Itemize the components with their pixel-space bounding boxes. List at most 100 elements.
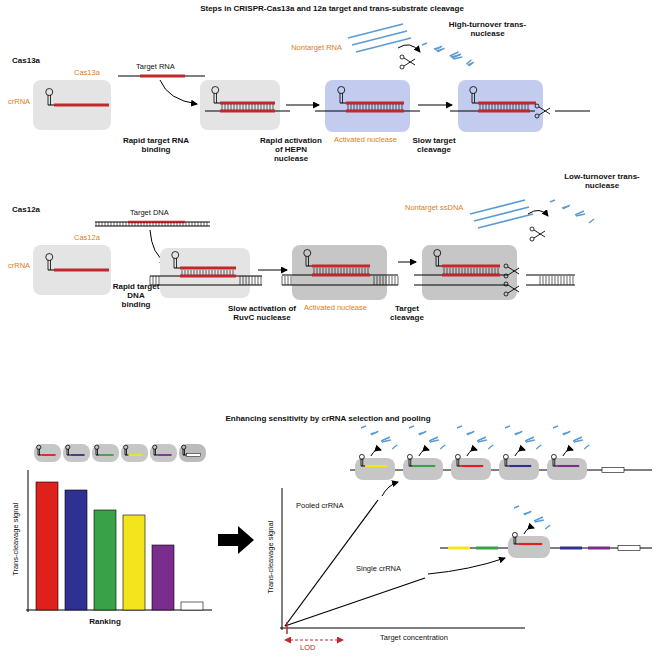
strand xyxy=(67,455,71,456)
label: Cas13a xyxy=(12,56,40,65)
strand xyxy=(448,547,470,550)
crrna-hairpin xyxy=(46,89,53,96)
strand xyxy=(231,104,232,110)
strand xyxy=(525,104,526,110)
label: Enhancing sensitivity by crRNA selection… xyxy=(0,414,660,423)
strand xyxy=(291,276,292,285)
cleavage-arrow xyxy=(524,528,534,534)
label: Nontarget RNA xyxy=(282,44,342,53)
strand xyxy=(282,285,398,286)
strand xyxy=(218,270,219,275)
strand xyxy=(563,431,570,435)
strand xyxy=(315,111,420,112)
strand xyxy=(191,270,192,275)
bar xyxy=(123,515,145,610)
protein-complex xyxy=(33,80,111,130)
crrna-hairpin xyxy=(66,445,70,449)
strand xyxy=(365,268,366,274)
strand xyxy=(95,226,210,227)
protein-complex xyxy=(547,458,587,480)
strand xyxy=(477,268,478,274)
strand xyxy=(282,275,398,276)
protein-complex xyxy=(292,245,387,300)
strand xyxy=(378,104,379,110)
strand xyxy=(99,222,100,226)
strand xyxy=(264,104,265,110)
crrna-hairpin xyxy=(359,454,364,459)
strand xyxy=(204,222,205,226)
crrna-hairpin xyxy=(407,454,412,459)
strand xyxy=(369,104,370,110)
strand xyxy=(348,24,403,38)
crrna-hairpin xyxy=(212,87,219,94)
strand xyxy=(243,104,244,110)
strand xyxy=(240,276,241,285)
strand xyxy=(540,276,541,285)
strand xyxy=(326,268,327,274)
strand xyxy=(185,270,186,275)
crrna-hairpin xyxy=(553,459,555,466)
bar xyxy=(36,482,58,610)
strand xyxy=(483,268,484,274)
strand xyxy=(356,38,411,52)
strand xyxy=(552,276,553,285)
strand xyxy=(246,104,247,110)
strand xyxy=(453,268,454,274)
strand xyxy=(312,265,370,268)
label: crRNA xyxy=(8,98,30,107)
strand xyxy=(356,268,357,274)
strand xyxy=(444,268,445,274)
strand xyxy=(285,578,425,626)
strand xyxy=(510,104,511,110)
protein-complex xyxy=(499,458,539,480)
strand xyxy=(543,276,544,285)
strand xyxy=(549,276,550,285)
figure-title: Steps in CRISPR-Cas13a and 12a target an… xyxy=(0,4,664,13)
strand xyxy=(359,268,360,274)
strand xyxy=(514,506,519,508)
crrna-hairpin xyxy=(37,445,41,449)
label: Pooled crRNA xyxy=(296,502,356,511)
crrna-hairpin xyxy=(505,459,507,466)
strand xyxy=(404,58,415,65)
strand xyxy=(48,270,54,271)
strand xyxy=(183,222,184,226)
scissors xyxy=(504,274,508,278)
protein-complex xyxy=(325,80,410,132)
strand xyxy=(558,276,559,285)
strand xyxy=(201,222,202,226)
strand xyxy=(573,276,574,285)
strand xyxy=(516,104,517,110)
strand xyxy=(555,111,590,112)
scissors xyxy=(530,227,534,231)
strand xyxy=(492,268,493,274)
strand xyxy=(561,276,562,285)
protein-complex xyxy=(403,458,443,480)
strand xyxy=(38,455,42,456)
strand xyxy=(147,222,148,226)
strand xyxy=(267,104,268,110)
strand xyxy=(194,270,195,275)
strand xyxy=(360,104,361,110)
strand xyxy=(154,455,158,456)
label: crRNA xyxy=(8,262,30,271)
strand xyxy=(42,454,56,456)
label: Target cleavage xyxy=(388,304,426,322)
crrna-hairpin xyxy=(457,459,459,466)
target-segment xyxy=(602,468,624,473)
strand xyxy=(351,104,352,110)
strand xyxy=(419,431,426,435)
strand xyxy=(335,268,336,274)
strand xyxy=(390,104,391,110)
strand xyxy=(329,268,330,274)
strand xyxy=(100,454,114,456)
bar xyxy=(152,545,174,610)
protein-complex xyxy=(150,444,177,462)
strand xyxy=(243,276,244,285)
protein-complex xyxy=(92,444,119,462)
strand xyxy=(354,104,355,110)
strand xyxy=(409,426,414,428)
strand xyxy=(362,268,363,274)
label: Cas13a xyxy=(74,69,100,78)
